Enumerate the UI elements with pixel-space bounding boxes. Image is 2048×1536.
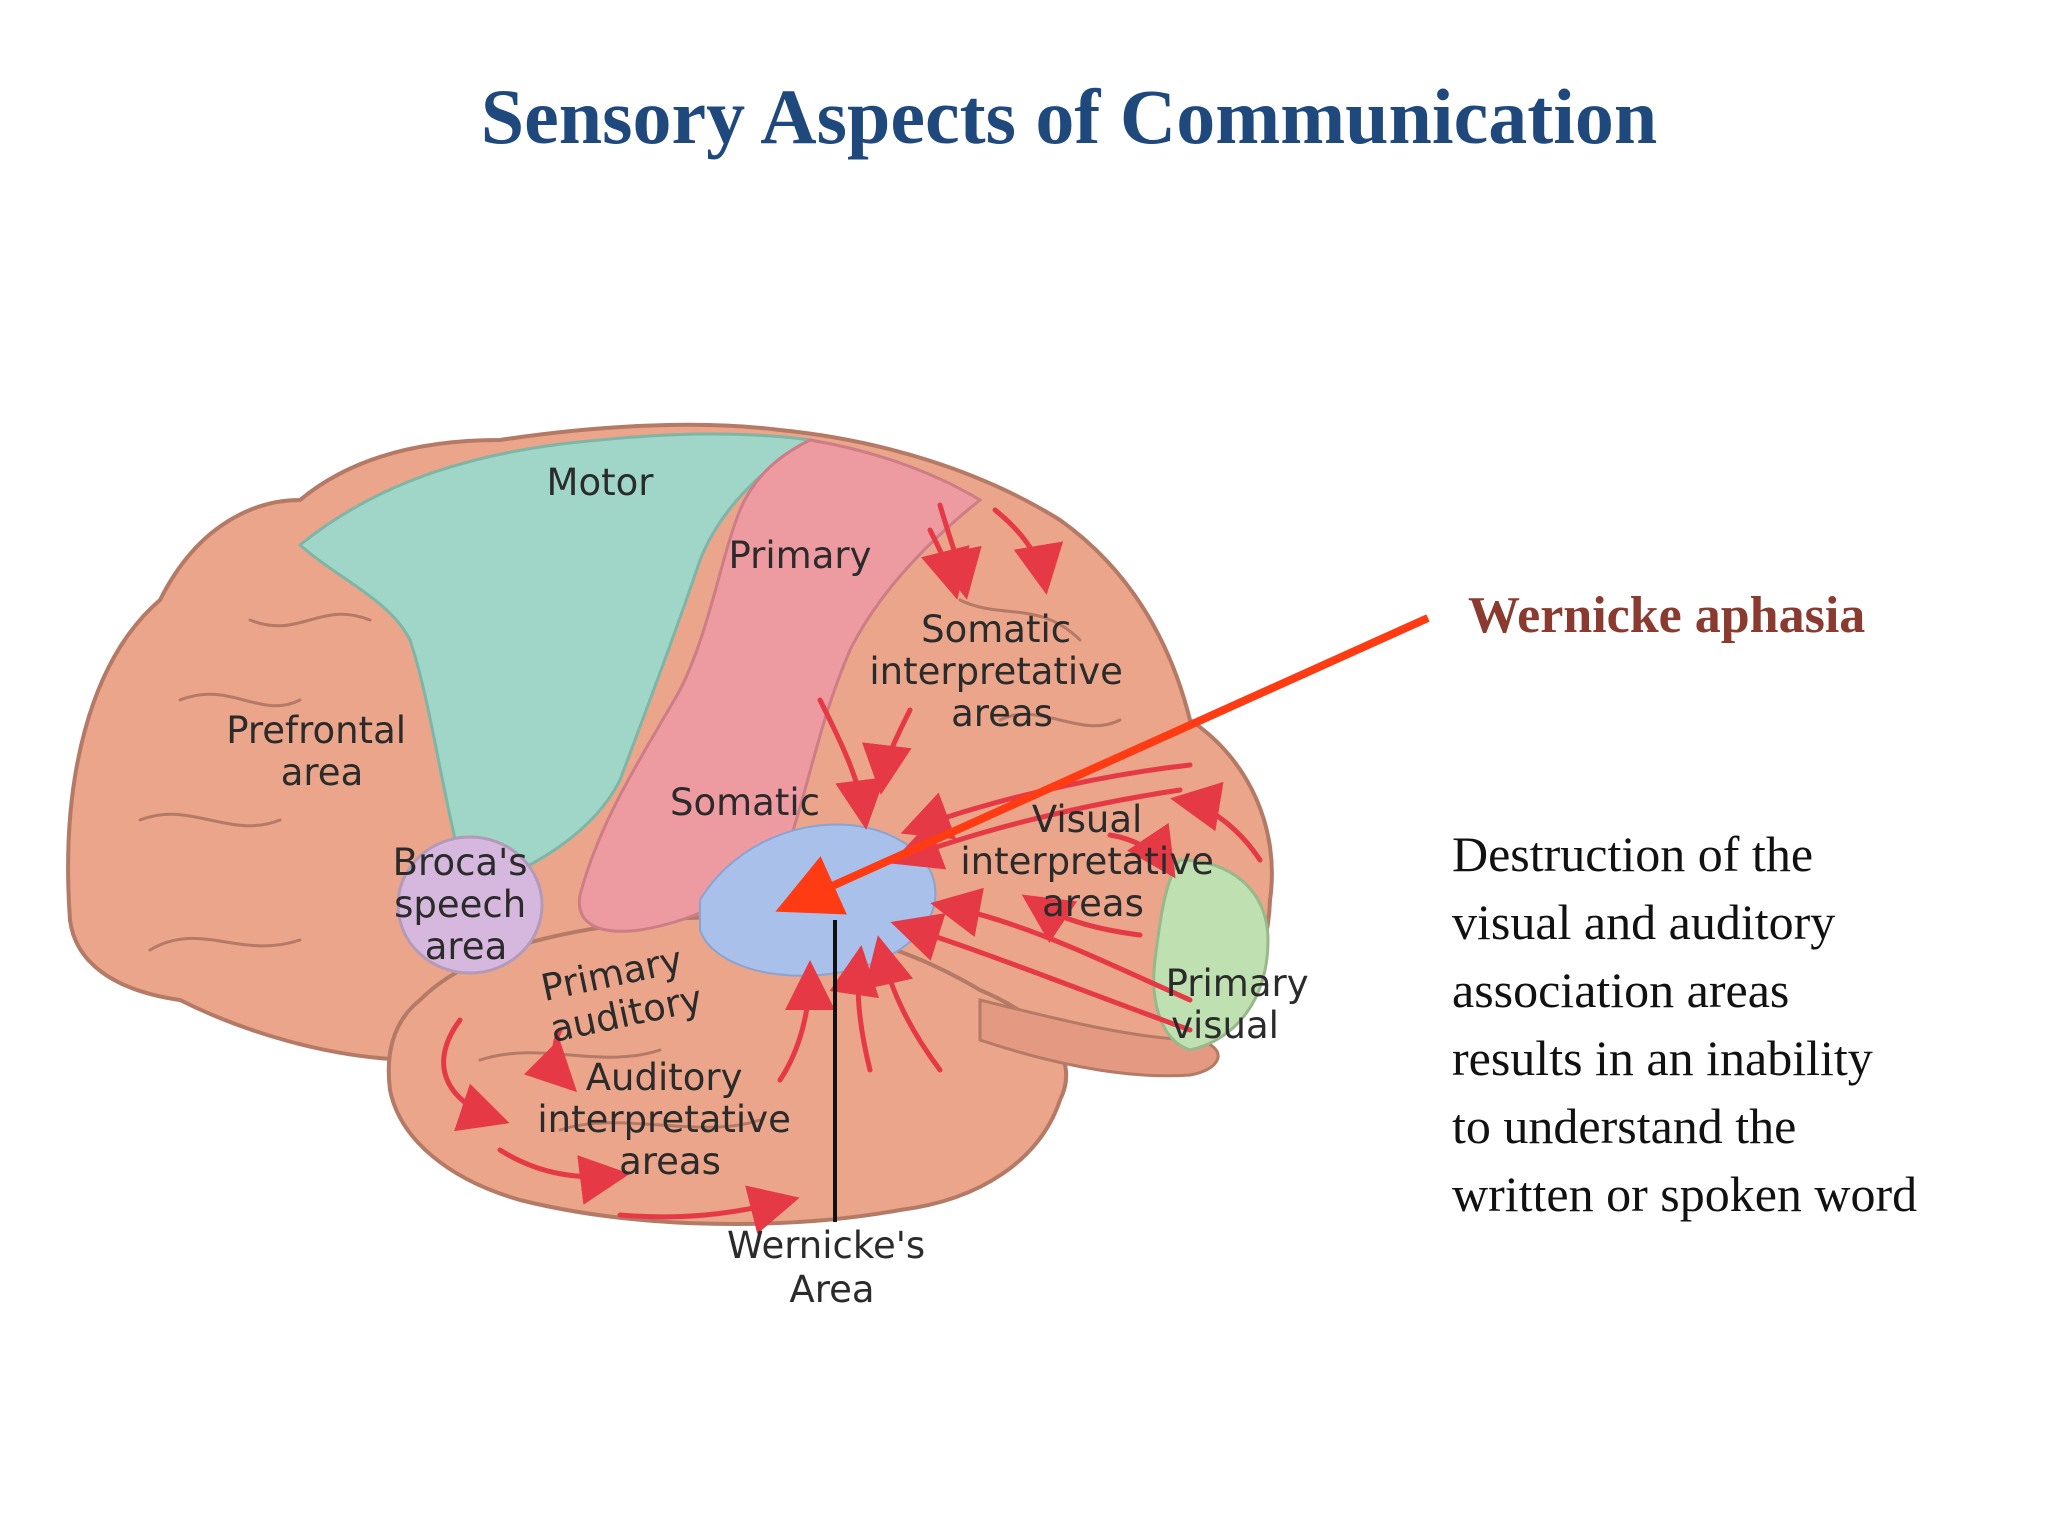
broca-region xyxy=(396,835,544,975)
occipital-lower xyxy=(978,998,1220,1078)
label-prefrontal: Prefrontal area xyxy=(226,709,418,794)
label-visual-interpretative: Visual interpretative areas xyxy=(960,798,1225,925)
callout-title: Wernicke aphasia xyxy=(1468,587,1866,644)
somatic-region xyxy=(577,438,983,933)
callout-arrow xyxy=(775,614,1430,915)
label-broca: Broca's speech area xyxy=(393,841,540,968)
label-primary: Primary xyxy=(729,534,872,577)
label-primary-visual: Primary visual xyxy=(1166,962,1321,1047)
description-line: results in an inability xyxy=(1452,1030,1873,1086)
callout-description: Destruction of the visual and auditory a… xyxy=(1452,820,2012,1228)
primary-visual-region xyxy=(1152,858,1270,1052)
label-somatic: Somatic xyxy=(670,781,820,824)
description-line: visual and auditory xyxy=(1452,894,1836,950)
motor-region xyxy=(297,432,815,879)
label-wernicke-area: Wernicke's Area xyxy=(727,1224,937,1311)
description-line: to understand the xyxy=(1452,1098,1797,1154)
label-auditory-interpretative: Auditory interpretative areas xyxy=(537,1056,802,1183)
label-somatic-interpretative: Somatic interpretative areas xyxy=(869,608,1134,735)
description-line: Destruction of the xyxy=(1452,826,1814,882)
description-line: association areas xyxy=(1452,962,1790,1018)
slide-title: Sensory Aspects of Communication xyxy=(480,73,1658,160)
description-line: written or spoken word xyxy=(1452,1166,1918,1222)
label-motor: Motor xyxy=(547,461,655,504)
